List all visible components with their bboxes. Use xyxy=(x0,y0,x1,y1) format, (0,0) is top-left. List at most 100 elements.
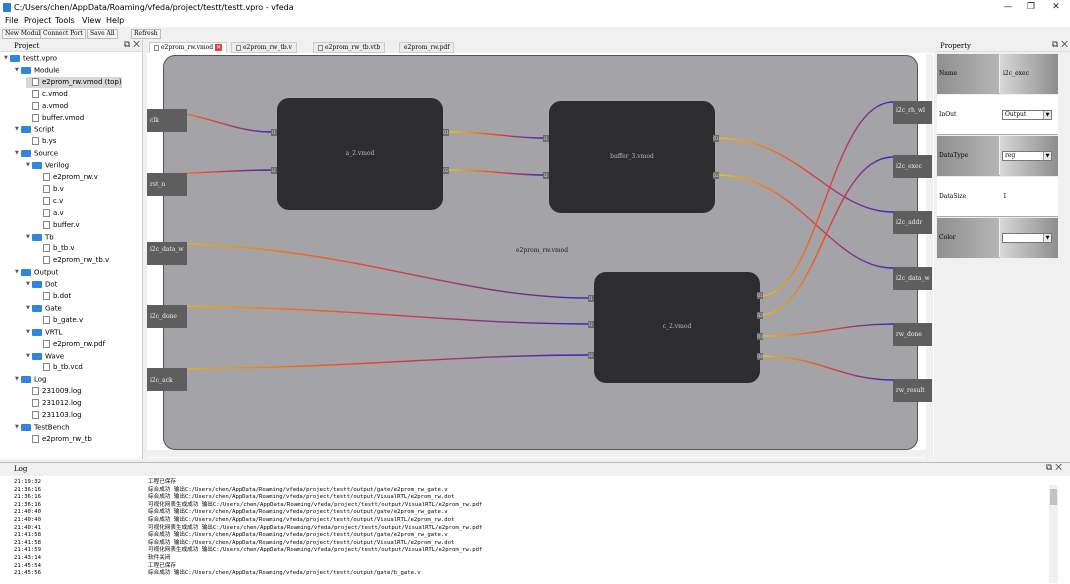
expand-arrow-icon[interactable]: ▼ xyxy=(26,352,30,359)
maximize-icon[interactable]: ❐ xyxy=(1026,2,1036,12)
wire-c-o1-i2c-rh-wl[interactable] xyxy=(759,101,894,297)
expand-arrow-icon[interactable]: ▼ xyxy=(26,233,30,240)
tree-folder[interactable]: ▼Module xyxy=(15,65,59,76)
tree-file[interactable]: buffer.vmod xyxy=(26,113,84,124)
wire-c-o3-rw-done[interactable] xyxy=(759,323,894,337)
expand-arrow-icon[interactable]: ▼ xyxy=(15,66,19,73)
tree-file[interactable]: e2prom_rw.pdf xyxy=(37,339,105,350)
tree-file[interactable]: 231009.log xyxy=(26,386,82,397)
module-a-port-i1[interactable]: I1 xyxy=(271,129,277,136)
panel-float-close-icons[interactable]: ⧉ ✕ xyxy=(1045,463,1062,473)
output-pin-rw-result[interactable]: rw_result xyxy=(893,379,932,402)
tab-e2prom-rw-tb-vtb[interactable]: e2prom_rw_tb.vtb xyxy=(313,42,386,53)
tree-file[interactable]: e2prom_rw_tb.v xyxy=(37,255,109,266)
tree-folder[interactable]: ▼Gate xyxy=(26,303,62,314)
tree-folder[interactable]: ▼Log xyxy=(15,374,47,385)
color-select[interactable]: ▼ xyxy=(1002,233,1052,243)
menu-tools[interactable]: Tools xyxy=(55,16,75,25)
menu-project[interactable]: Project xyxy=(24,16,52,25)
output-pin-rw-done[interactable]: rw_done xyxy=(893,323,932,346)
module-c-port-i2[interactable]: I2 xyxy=(588,321,594,328)
tab-e2prom-rw-pdf[interactable]: e2prom_rw.pdf xyxy=(399,42,455,53)
output-pin-i2c-data-w[interactable]: i2c_data_w xyxy=(893,267,932,290)
input-pin-i2c-ack[interactable]: i2c_ack xyxy=(147,368,187,391)
expand-arrow-icon[interactable]: ▼ xyxy=(26,304,30,311)
tree-folder[interactable]: ▼Dot xyxy=(26,279,57,290)
module-c[interactable]: c_2.vmod xyxy=(594,272,760,383)
wire-buffer-o1-i2c-addr[interactable] xyxy=(715,137,894,213)
tree-file[interactable]: b_gate.v xyxy=(37,315,83,326)
tree-file[interactable]: 231012.log xyxy=(26,398,82,409)
output-pin-i2c-addr[interactable]: i2c_addr xyxy=(893,211,932,234)
input-pin-clk[interactable]: clk xyxy=(147,109,187,132)
module-c-port-o4[interactable]: O4 xyxy=(757,353,763,360)
output-pin-i2c-exec[interactable]: i2c_exec xyxy=(893,155,932,178)
tree-file[interactable]: b_tb.v xyxy=(37,243,75,254)
wire-i2c-done-c-i2[interactable] xyxy=(146,305,589,325)
expand-arrow-icon[interactable]: ▼ xyxy=(15,423,19,430)
module-a-port-o2[interactable]: O2 xyxy=(443,167,449,174)
save-all-button[interactable]: Save All xyxy=(87,29,118,39)
expand-arrow-icon[interactable]: ▼ xyxy=(15,126,19,133)
menu-view[interactable]: View xyxy=(82,16,101,25)
module-buffer-port-o1[interactable]: O1 xyxy=(713,135,719,142)
expand-arrow-icon[interactable]: ▼ xyxy=(15,150,19,157)
expand-arrow-icon[interactable]: ▼ xyxy=(4,55,8,61)
wire-i2c-ack-c-i3[interactable] xyxy=(146,354,589,370)
module-a-port-i2[interactable]: I2 xyxy=(271,167,277,174)
input-pin-i2c-done[interactable]: i2c_done xyxy=(147,305,187,328)
tab-close-icon[interactable]: ✕ xyxy=(215,44,223,51)
menu-help[interactable]: Help xyxy=(106,16,125,25)
close-icon[interactable]: ✕ xyxy=(1052,2,1060,12)
module-buffer[interactable]: buffer_3.vmod xyxy=(549,101,715,213)
tree-file[interactable]: b.dot xyxy=(37,291,71,302)
tree-folder[interactable]: ▼TestBench xyxy=(15,422,70,433)
panel-float-close-icons[interactable]: ⧉ ✕ xyxy=(1051,40,1068,50)
canvas-vertical-scrollbar[interactable] xyxy=(926,54,933,458)
module-c-port-o3[interactable]: O3 xyxy=(757,333,763,340)
module-c-port-i1[interactable]: I1 xyxy=(588,295,594,302)
tree-folder[interactable]: ▼Output xyxy=(15,267,58,278)
tree-folder[interactable]: ▼Wave xyxy=(26,351,64,362)
module-a[interactable]: a_2.vmod xyxy=(277,98,443,210)
tree-file[interactable]: e2prom_rw_tb xyxy=(26,434,92,445)
menu-file[interactable]: File xyxy=(5,16,19,25)
log-scrollbar[interactable] xyxy=(1049,485,1058,583)
module-c-port-o1[interactable]: O1 xyxy=(757,292,763,299)
wire-a-o2-buffer-i2[interactable] xyxy=(449,169,544,176)
datatype-select[interactable]: reg▼ xyxy=(1002,151,1052,161)
tree-file[interactable]: b.v xyxy=(37,184,64,195)
property-value-name[interactable]: i2c_exec xyxy=(1000,54,1058,94)
tree-file[interactable]: c.v xyxy=(37,196,63,207)
expand-arrow-icon[interactable]: ▼ xyxy=(15,376,19,383)
expand-arrow-icon[interactable]: ▼ xyxy=(26,281,30,288)
module-c-port-o2[interactable]: O2 xyxy=(757,312,763,319)
minimize-icon[interactable]: — xyxy=(1003,2,1013,12)
inout-select[interactable]: Output▼ xyxy=(1002,110,1052,120)
refresh-button[interactable]: Refresh xyxy=(131,29,161,39)
property-value-datasize[interactable]: 1 xyxy=(1003,193,1007,200)
tree-folder[interactable]: ▼testt.vpro xyxy=(4,53,57,64)
tree-file[interactable]: e2prom_rw.vmod (top) xyxy=(26,76,122,88)
tree-file[interactable]: buffer.v xyxy=(37,220,80,231)
wire-i2c-data-w-c-i1[interactable] xyxy=(146,242,589,299)
wire-buffer-o2-i2c-data-w[interactable] xyxy=(715,174,894,269)
module-buffer-port-i2[interactable]: I2 xyxy=(543,172,549,179)
tree-file[interactable]: a.v xyxy=(37,208,64,219)
log-scrollbar-thumb[interactable] xyxy=(1050,489,1057,505)
expand-arrow-icon[interactable]: ▼ xyxy=(26,328,30,335)
wire-c-o2-i2c-exec[interactable] xyxy=(759,156,894,316)
tree-file[interactable]: c.vmod xyxy=(26,89,68,100)
tree-folder[interactable]: ▼Tb xyxy=(26,232,54,243)
tree-file[interactable]: b_tb.vcd xyxy=(37,362,83,373)
module-c-port-i3[interactable]: I3 xyxy=(588,352,594,359)
tree-folder[interactable]: ▼Source xyxy=(15,148,58,159)
expand-arrow-icon[interactable]: ▼ xyxy=(26,162,30,169)
panel-float-close-icons[interactable]: ⧉ ✕ xyxy=(123,40,140,50)
input-pin-i2c-data-w[interactable]: i2c_data_w xyxy=(147,242,187,265)
tab-e2prom-rw-vmod[interactable]: e2prom_rw.vmod✕ xyxy=(149,42,228,53)
tree-file[interactable]: 231103.log xyxy=(26,410,82,421)
module-a-port-o1[interactable]: O1 xyxy=(443,129,449,136)
tree-file[interactable]: b.ys xyxy=(26,136,56,147)
expand-arrow-icon[interactable]: ▼ xyxy=(15,269,19,276)
